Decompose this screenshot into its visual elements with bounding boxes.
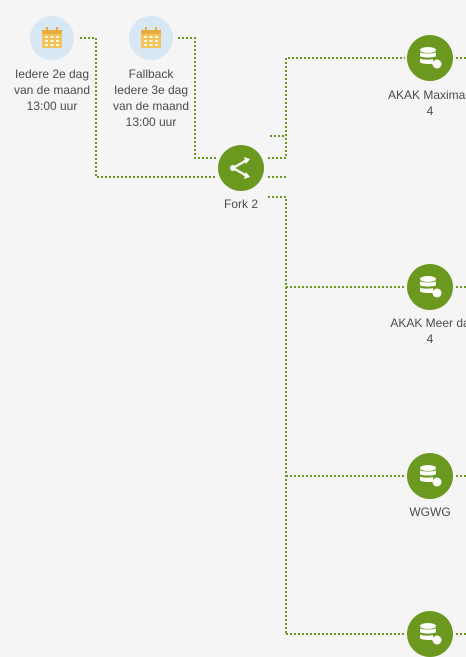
database-icon: [420, 623, 442, 645]
activity-circle[interactable]: [407, 264, 453, 310]
schedule-label: Fallback Iedere 3e dag van de maand 13:0…: [112, 67, 190, 129]
activity-label: AKAK Meer da 4: [390, 316, 466, 346]
schedule-circle[interactable]: [129, 16, 173, 60]
schedule-label: Iedere 2e dag van de maand 13:00 uur: [13, 67, 91, 113]
calendar-icon: [42, 27, 62, 48]
connector-fork-bus: [268, 176, 287, 634]
fork-circle[interactable]: [218, 145, 264, 191]
fork-label: Fork 2: [223, 197, 258, 211]
database-icon: [420, 47, 442, 69]
activity-circle[interactable]: [407, 453, 453, 499]
activity-label: WGWG: [409, 505, 451, 519]
activity-label: AKAK Maximaa 4: [387, 88, 466, 118]
connector-schedule2-fork: [178, 37, 217, 159]
connector-schedule1-fork: [80, 37, 217, 178]
database-icon: [420, 465, 442, 487]
activity-circle[interactable]: [407, 611, 453, 657]
calendar-icon: [141, 27, 161, 48]
database-icon: [420, 276, 442, 298]
fork-icon: [230, 157, 250, 179]
activity-circle[interactable]: [407, 35, 453, 81]
schedule-circle[interactable]: [30, 16, 74, 60]
connector-fork-activity1: [268, 57, 405, 159]
